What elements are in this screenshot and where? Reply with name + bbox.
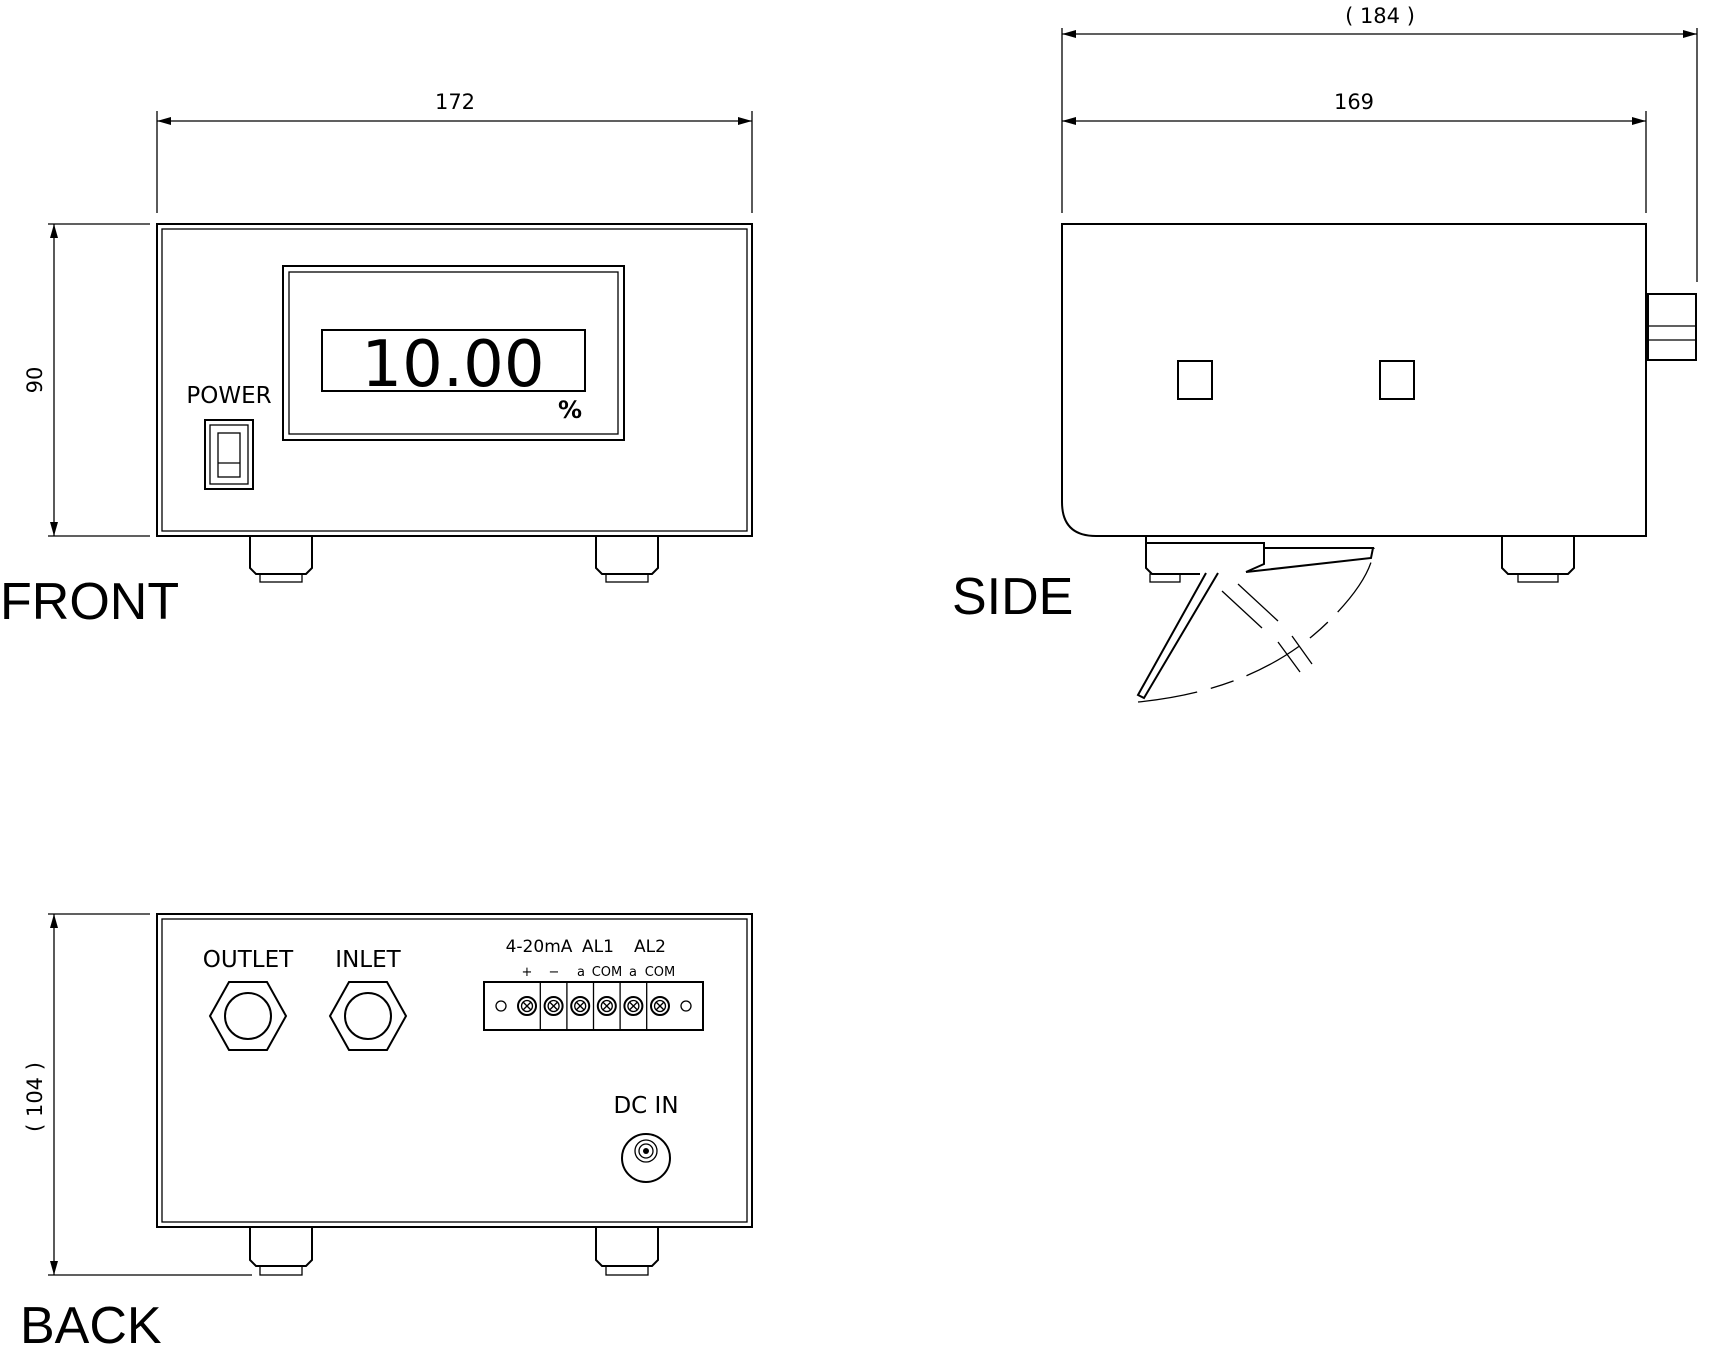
side-view: ( 184 ) 169: [952, 4, 1698, 703]
dc-in-jack[interactable]: DC IN: [613, 1093, 679, 1183]
terminal-screw-ring: [520, 999, 534, 1013]
display-window: 10.00 %: [282, 265, 625, 441]
side-case-outline: [1061, 223, 1647, 537]
back-view-title: BACK: [20, 1297, 162, 1348]
terminal-screw-head[interactable]: [517, 996, 537, 1016]
tilt-stand: [1136, 542, 1375, 703]
lcd-screen: [321, 329, 586, 392]
terminal-label-al1-com: COM: [592, 965, 623, 980]
terminal-screw-head[interactable]: [596, 996, 617, 1016]
terminal-screw[interactable]: [646, 982, 670, 1030]
back-foot-right: [595, 1227, 659, 1276]
front-case-outline: [156, 223, 753, 537]
terminal-screw-cross: [602, 1001, 612, 1011]
terminal-screw[interactable]: [619, 982, 644, 1030]
terminal-label-al1-a: a: [577, 965, 585, 980]
inlet-port[interactable]: INLET: [328, 947, 408, 1051]
terminal-mount-hole-left: [495, 1000, 507, 1012]
display-reading: 10.00: [361, 328, 544, 402]
outlet-hex-fitting[interactable]: [208, 981, 288, 1051]
inlet-label: INLET: [335, 947, 401, 973]
side-foot-front: [1145, 536, 1200, 583]
side-foot-rear: [1501, 536, 1575, 583]
outlet-port[interactable]: OUTLET: [203, 947, 294, 1051]
terminal-screw-head[interactable]: [543, 996, 564, 1016]
inlet-bore: [344, 992, 392, 1040]
front-height-dimension: 90: [23, 223, 150, 537]
terminal-screw-head[interactable]: [650, 996, 670, 1016]
dc-in-pin: [643, 1148, 649, 1154]
terminal-screw-cross: [522, 1001, 532, 1011]
side-mount-square-2: [1379, 360, 1415, 400]
terminal-label-plus: +: [522, 965, 533, 980]
power-label: POWER: [186, 383, 271, 409]
terminal-label-minus: −: [549, 965, 560, 980]
front-foot-left: [249, 536, 313, 583]
back-case-outline: [156, 913, 753, 1228]
back-height-dimension: ( 104 ): [23, 913, 252, 1276]
power-switch[interactable]: POWER: [186, 383, 272, 490]
terminal-screw-ring: [547, 999, 560, 1013]
back-height-value: ( 104 ): [23, 1062, 47, 1132]
back-case-inner-edge: [161, 918, 748, 1223]
side-depth-value: 169: [1334, 90, 1374, 114]
outlet-bore: [224, 992, 272, 1040]
terminal-screw-cross: [549, 1001, 559, 1011]
terminal-screw[interactable]: [517, 996, 537, 1016]
front-view-title: FRONT: [0, 573, 179, 631]
front-height-value: 90: [23, 367, 47, 394]
terminal-screw-ring: [653, 999, 667, 1013]
dc-in-ring-inner: [638, 1143, 654, 1159]
back-view: ( 104 ) OUTLET INLET 4-20mA AL1 AL2 + − …: [20, 913, 753, 1348]
dc-in-socket[interactable]: [621, 1133, 671, 1183]
front-width-dimension: 172: [156, 90, 753, 213]
back-foot-left: [249, 1227, 313, 1276]
terminal-screw-head[interactable]: [623, 996, 644, 1016]
terminal-screws: [517, 982, 670, 1030]
side-overall-dimension: ( 184 ): [1061, 4, 1698, 282]
terminal-screw-ring: [627, 999, 640, 1013]
display-unit: %: [558, 396, 582, 424]
terminal-block: 4-20mA AL1 AL2 + − a COM a COM: [483, 937, 704, 1031]
side-overall-value: ( 184 ): [1345, 4, 1415, 28]
terminal-screw-cross: [628, 1001, 638, 1011]
side-depth-dimension: 169: [1062, 90, 1647, 213]
terminal-screw[interactable]: [592, 982, 617, 1030]
rear-connector: [1647, 293, 1697, 361]
terminal-screw-head[interactable]: [570, 996, 591, 1016]
terminal-header-al1: AL1: [582, 937, 614, 957]
terminal-screw-cross: [575, 1001, 585, 1011]
terminal-screw[interactable]: [566, 982, 591, 1030]
terminal-label-al2-a: a: [629, 965, 637, 980]
terminal-header-4-20ma: 4-20mA: [506, 937, 573, 957]
dc-in-ring: [634, 1139, 658, 1163]
terminal-screw-cross: [655, 1001, 665, 1011]
terminal-mount-hole-right: [680, 1000, 692, 1012]
terminal-screw[interactable]: [539, 982, 564, 1030]
front-view: 172 90 10.00 % POWER: [0, 90, 753, 631]
side-mount-square-1: [1177, 360, 1213, 400]
front-width-value: 172: [435, 90, 475, 114]
dc-in-label: DC IN: [613, 1093, 678, 1119]
inlet-hex-fitting[interactable]: [328, 981, 408, 1051]
front-case-inner-edge: [161, 228, 748, 532]
terminal-label-al2-com: COM: [645, 965, 676, 980]
terminal-screw-ring: [574, 999, 587, 1013]
terminal-screw-ring: [600, 999, 613, 1013]
terminal-header-al2: AL2: [634, 937, 666, 957]
side-view-title: SIDE: [952, 568, 1073, 626]
rocker-switch[interactable]: [217, 432, 241, 478]
front-foot-right: [595, 536, 659, 583]
outlet-label: OUTLET: [203, 947, 294, 973]
